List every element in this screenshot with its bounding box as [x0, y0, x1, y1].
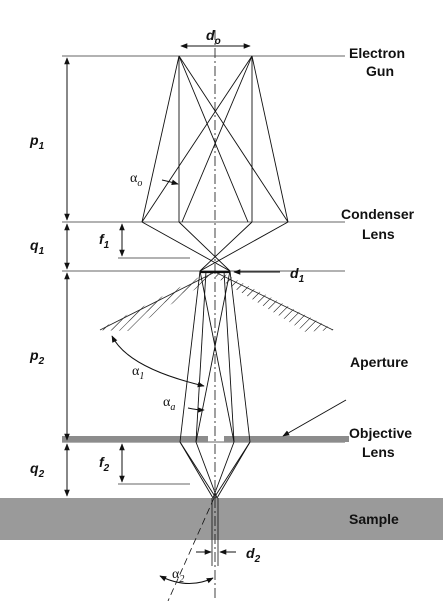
- alpha-o-label: αo: [130, 171, 142, 189]
- gun-rays: [141, 55, 289, 272]
- alpha-2-label: α2: [172, 567, 184, 585]
- condenser-label-1: Condenser: [341, 206, 415, 222]
- f2-label: f2: [99, 454, 110, 474]
- alpha-o-arc: [161, 179, 179, 185]
- electron-gun-label-1: Electron: [349, 45, 405, 61]
- objective-label-2: Lens: [362, 444, 395, 460]
- sample-label: Sample: [349, 511, 399, 527]
- sample-slab: [0, 498, 443, 540]
- alpha2-extension: [167, 497, 215, 601]
- p2-label: p2: [29, 347, 45, 367]
- objective-plate-left: [62, 436, 208, 442]
- aperture-hatch-fill: [100, 272, 333, 331]
- alpha-a-arc: [187, 407, 205, 413]
- objective-label-1: Objective: [349, 425, 412, 441]
- objective-plate-right: [224, 436, 349, 442]
- alpha-2-arc: [159, 575, 214, 584]
- dimension-arrows: [64, 57, 125, 497]
- f1-label: f1: [99, 231, 110, 251]
- q2-label: q2: [30, 460, 45, 480]
- aperture-cone-right-edge: [214, 271, 334, 331]
- d1-label: d1: [290, 265, 305, 285]
- reference-lines: [62, 55, 345, 485]
- do-label: do: [206, 27, 221, 47]
- q1-label: q1: [30, 237, 45, 257]
- spot-lines: [211, 498, 219, 566]
- p1-label: p1: [29, 132, 45, 152]
- alpha-1-arc: [111, 335, 205, 388]
- alpha-1-label: α1: [132, 364, 144, 382]
- alpha-a-label: αa: [163, 395, 175, 413]
- aperture-cone-left-edge: [99, 271, 216, 331]
- aperture-pointer: [282, 399, 347, 437]
- electron-gun-label-2: Gun: [366, 63, 394, 79]
- d2-label: d2: [246, 545, 261, 565]
- aperture-label: Aperture: [350, 354, 409, 370]
- condenser-label-2: Lens: [362, 226, 395, 242]
